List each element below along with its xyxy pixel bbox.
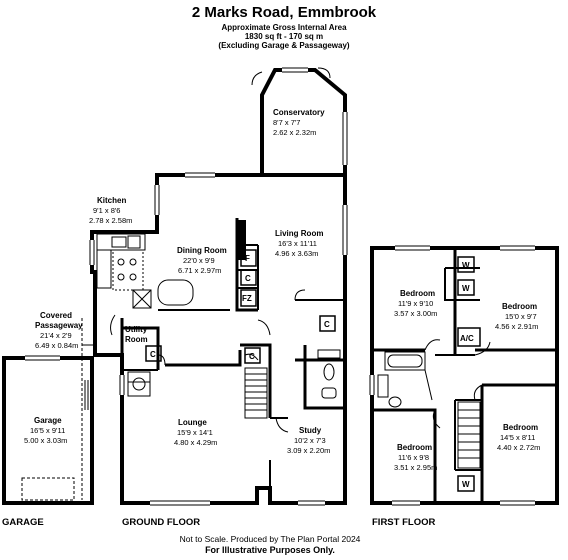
ground-wc xyxy=(317,349,341,399)
svg-text:2.62 x 2.32m: 2.62 x 2.32m xyxy=(273,128,316,137)
ground-floor-windows xyxy=(89,172,348,506)
svg-text:Lounge: Lounge xyxy=(178,418,207,427)
wardrobe-marker: W xyxy=(462,480,470,489)
first-stairs xyxy=(457,401,481,469)
room-bedroom-4: Bedroom 14'5 x 8'11 4.40 x 2.72m xyxy=(497,423,540,452)
svg-text:6.49 x 0.84m: 6.49 x 0.84m xyxy=(35,341,78,350)
marker-letters: F C FZ C C C W W A/C W xyxy=(150,254,474,489)
svg-text:Bedroom: Bedroom xyxy=(400,289,435,298)
area-label: Approximate Gross Internal Area xyxy=(221,23,347,32)
svg-text:6.71 x 2.97m: 6.71 x 2.97m xyxy=(178,266,221,275)
cupboard-marker: C xyxy=(245,274,251,283)
purpose-note: For Illustrative Purposes Only. xyxy=(205,545,335,555)
area-value: 1830 sq ft - 170 sq m xyxy=(244,32,324,41)
svg-text:15'0 x 9'7: 15'0 x 9'7 xyxy=(505,312,537,321)
svg-text:Covered: Covered xyxy=(40,311,72,320)
cupboard-marker: C xyxy=(324,320,330,329)
wardrobe-marker: W xyxy=(462,261,470,270)
svg-text:Bedroom: Bedroom xyxy=(397,443,432,452)
svg-text:4.96 x 3.63m: 4.96 x 3.63m xyxy=(275,249,318,258)
svg-text:3.57 x 3.00m: 3.57 x 3.00m xyxy=(394,309,437,318)
svg-text:16'3 x 11'11: 16'3 x 11'11 xyxy=(278,239,317,248)
chimney-breast xyxy=(238,220,246,260)
svg-text:3.09 x 2.20m: 3.09 x 2.20m xyxy=(287,446,330,455)
svg-text:2.78 x 2.58m: 2.78 x 2.58m xyxy=(89,216,132,225)
svg-text:Bedroom: Bedroom xyxy=(502,302,537,311)
cupboard-marker: C xyxy=(249,352,255,361)
svg-text:5.00 x 3.03m: 5.00 x 3.03m xyxy=(24,436,67,445)
svg-text:4.40 x 2.72m: 4.40 x 2.72m xyxy=(497,443,540,452)
svg-text:Garage: Garage xyxy=(34,416,62,425)
svg-text:8'7 x 7'7: 8'7 x 7'7 xyxy=(273,118,300,127)
first-floor-doors xyxy=(424,339,491,429)
room-bedroom-3: Bedroom 11'6 x 9'8 3.51 x 2.95m xyxy=(394,443,437,472)
room-living-room: Living Room 16'3 x 11'11 4.96 x 3.63m xyxy=(275,229,323,258)
svg-text:Bedroom: Bedroom xyxy=(503,423,538,432)
bathroom-fittings xyxy=(377,351,433,408)
svg-text:22'0 x 9'9: 22'0 x 9'9 xyxy=(183,256,215,265)
ground-stairs xyxy=(244,367,268,419)
svg-text:Dining Room: Dining Room xyxy=(177,246,227,255)
svg-text:15'9 x 14'1: 15'9 x 14'1 xyxy=(177,428,213,437)
svg-text:14'5 x 8'11: 14'5 x 8'11 xyxy=(500,433,535,442)
floor-label-first: FIRST FLOOR xyxy=(372,517,435,528)
svg-text:4.56 x 2.91m: 4.56 x 2.91m xyxy=(495,322,538,331)
kitchen-fittings xyxy=(96,233,194,397)
area-note: (Excluding Garage & Passageway) xyxy=(218,41,350,50)
room-kitchen: Kitchen 9'1 x 8'6 2.78 x 2.58m xyxy=(89,196,132,225)
wardrobe-marker: W xyxy=(462,284,470,293)
svg-text:21'4 x 2'9: 21'4 x 2'9 xyxy=(40,331,72,340)
plan-title: 2 Marks Road, Emmbrook xyxy=(191,4,377,21)
svg-text:3.51 x 2.95m: 3.51 x 2.95m xyxy=(394,463,437,472)
room-garage: Garage 16'5 x 9'11 5.00 x 3.03m xyxy=(24,416,67,445)
room-bedroom-1: Bedroom 11'9 x 9'10 3.57 x 3.00m xyxy=(394,289,437,318)
svg-text:4.80 x 4.29m: 4.80 x 4.29m xyxy=(174,438,217,447)
svg-text:Living Room: Living Room xyxy=(275,229,323,238)
svg-text:Conservatory: Conservatory xyxy=(273,108,325,117)
svg-text:9'1 x 8'6: 9'1 x 8'6 xyxy=(93,206,120,215)
svg-text:Passageway: Passageway xyxy=(35,321,83,330)
passageway xyxy=(81,318,97,500)
room-bedroom-2: Bedroom 15'0 x 9'7 4.56 x 2.91m xyxy=(495,302,538,331)
room-dining-room: Dining Room 22'0 x 9'9 6.71 x 2.97m xyxy=(177,246,227,275)
floor-label-ground: GROUND FLOOR xyxy=(122,517,200,528)
cupboard-marker: C xyxy=(150,350,156,359)
airing-cupboard-marker: A/C xyxy=(460,334,474,343)
svg-text:Study: Study xyxy=(299,426,322,435)
svg-text:Room: Room xyxy=(125,335,148,344)
svg-text:10'2 x 7'3: 10'2 x 7'3 xyxy=(294,436,326,445)
first-floor-windows xyxy=(369,245,535,506)
svg-text:Utility: Utility xyxy=(125,325,148,334)
fz-marker: FZ xyxy=(242,294,252,303)
fridge-marker: F xyxy=(245,254,250,263)
room-lounge: Lounge 15'9 x 14'1 4.80 x 4.29m xyxy=(174,418,217,447)
room-covered-passageway: Covered Passageway 21'4 x 2'9 6.49 x 0.8… xyxy=(35,311,83,350)
floor-label-garage: GARAGE xyxy=(2,517,44,528)
ground-doors xyxy=(110,289,306,433)
svg-text:11'9 x 9'10: 11'9 x 9'10 xyxy=(398,299,433,308)
svg-text:Kitchen: Kitchen xyxy=(97,196,126,205)
svg-text:11'6 x 9'8: 11'6 x 9'8 xyxy=(398,453,429,462)
room-utility: Utility Room xyxy=(125,325,148,344)
room-conservatory: Conservatory 8'7 x 7'7 2.62 x 2.32m xyxy=(273,108,325,137)
room-study: Study 10'2 x 7'3 3.09 x 2.20m xyxy=(287,426,330,455)
disclaimer: Not to Scale. Produced by The Plan Porta… xyxy=(179,534,361,544)
svg-text:16'5 x 9'11: 16'5 x 9'11 xyxy=(30,426,65,435)
